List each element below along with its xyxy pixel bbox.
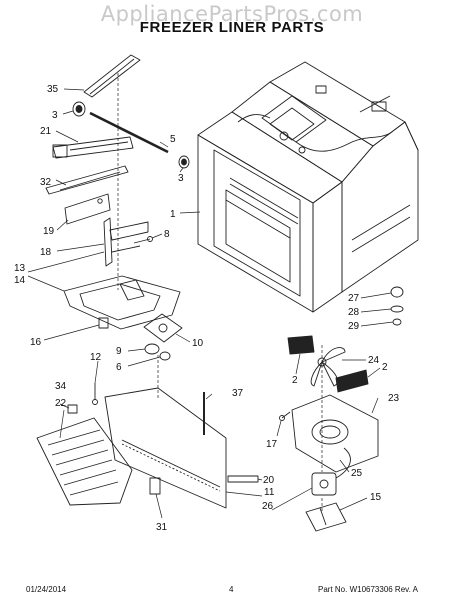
- watermark: AppliancePartsPros.com: [100, 2, 364, 26]
- callout-23: 23: [388, 393, 400, 404]
- part-5-rod: [89, 111, 169, 154]
- callout-10: 10: [192, 338, 204, 349]
- part-35-strip: [83, 54, 141, 98]
- callout-2-left: 2: [292, 375, 298, 386]
- callout-6: 6: [116, 362, 122, 373]
- callout-29: 29: [348, 321, 360, 332]
- part-26-motor: [311, 447, 351, 496]
- callout-12: 12: [90, 352, 102, 363]
- callout-11: 11: [264, 487, 275, 498]
- part-6-grommet: [159, 351, 171, 361]
- part-21-rail: [52, 136, 134, 159]
- footer-part-number: Part No. W10673306 Rev. A: [318, 585, 418, 594]
- part-14-tray: [63, 275, 181, 330]
- footer-date: 01/24/2014: [26, 585, 67, 594]
- callout-17: 17: [266, 439, 278, 450]
- part-2-pad-lower: [335, 369, 369, 393]
- part-15-bracket: [305, 502, 347, 532]
- part-10-foam: [143, 313, 183, 343]
- callout-22: 22: [55, 398, 67, 409]
- part-22-grille: [36, 417, 133, 506]
- part-29-nut: [392, 318, 402, 326]
- part-31-latch: [149, 477, 161, 495]
- callout-3-lower: 3: [178, 173, 184, 184]
- callout-25: 25: [351, 468, 363, 479]
- callout-13: 13: [14, 263, 26, 274]
- callout-37: 37: [232, 388, 244, 399]
- callout-24: 24: [368, 355, 380, 366]
- part-11-cover-panel: [104, 387, 227, 509]
- callout-9: 9: [116, 346, 122, 357]
- part-16-clip: [98, 317, 109, 329]
- part-17-screw: [279, 411, 291, 421]
- part-3-knob: [72, 101, 86, 117]
- callout-34: 34: [55, 381, 67, 392]
- callout-28: 28: [348, 307, 360, 318]
- part-20-tape: [227, 475, 259, 483]
- part-32-slide: [45, 165, 129, 195]
- part-23-fan-shroud: [291, 394, 379, 473]
- callout-16: 16: [30, 337, 42, 348]
- callout-5: 5: [170, 134, 176, 145]
- callout-26: 26: [262, 501, 274, 512]
- callout-19: 19: [43, 226, 55, 237]
- part-19-bracket: [64, 193, 111, 225]
- leader-lines: [27, 88, 394, 519]
- part-18-13-bracket: [103, 217, 149, 267]
- callout-8: 8: [164, 229, 170, 240]
- callout-14: 14: [14, 275, 26, 286]
- callout-1: 1: [170, 209, 176, 220]
- part-12-screw: [92, 383, 98, 405]
- part-28-washer: [390, 305, 404, 313]
- freezer-liner-part: [197, 61, 419, 313]
- dashed-guides: [117, 73, 323, 512]
- part-27-cap: [390, 286, 404, 298]
- page-title: FREEZER LINER PARTS: [139, 19, 325, 36]
- part-2-pad-upper: [287, 335, 315, 355]
- part-8-screw: [133, 236, 153, 244]
- callout-31: 31: [156, 522, 168, 533]
- footer-page-number: 4: [229, 585, 234, 594]
- part-34-clip: [67, 404, 78, 414]
- callout-18: 18: [40, 247, 52, 258]
- callout-35: 35: [47, 84, 59, 95]
- callout-3: 3: [52, 110, 58, 121]
- part-9-grommet: [144, 343, 160, 355]
- callout-27: 27: [348, 293, 360, 304]
- callout-32: 32: [40, 177, 52, 188]
- callout-21: 21: [40, 126, 52, 137]
- part-3-knob-lower: [178, 155, 190, 169]
- callout-15: 15: [370, 492, 382, 503]
- callout-2-right: 2: [382, 362, 388, 373]
- callout-20: 20: [263, 475, 275, 486]
- callout-labels: 35 3 21 5 32 3 19 1 8 18 13 14 27 28 29 …: [14, 84, 400, 533]
